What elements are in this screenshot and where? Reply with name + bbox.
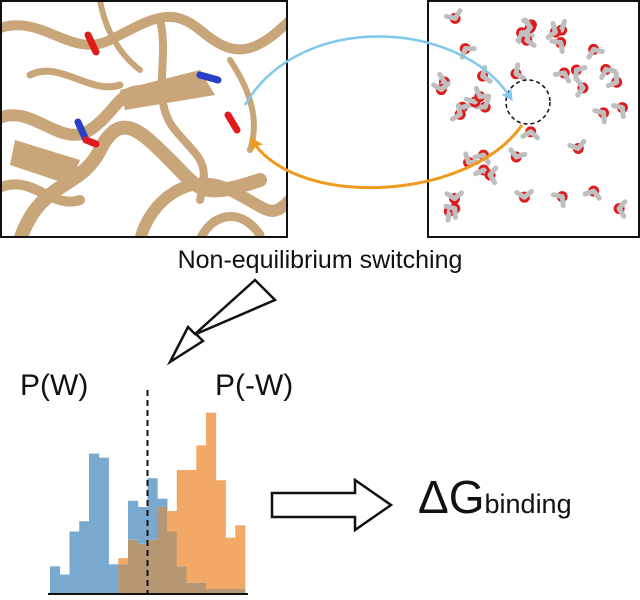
reverse-histogram-bar [176, 470, 187, 567]
reverse-histogram-bar [206, 412, 217, 589]
forward-histogram-bar [147, 478, 158, 540]
work-histogram [50, 412, 246, 593]
reverse-histogram-bar [225, 537, 236, 589]
water-molecule [520, 126, 540, 141]
forward-histogram-bar [128, 500, 139, 540]
overlap-histogram-bar [176, 566, 187, 593]
water-molecule [510, 62, 527, 81]
overlap-histogram-bar [206, 588, 217, 593]
water-molecule [575, 77, 589, 98]
water-molecule [611, 102, 628, 120]
water-molecule [514, 188, 534, 203]
water-molecule [605, 70, 623, 89]
forward-histogram-bar [50, 566, 61, 593]
forward-histogram-bar [157, 498, 168, 507]
active-site-sticks [74, 31, 241, 148]
reverse-histogram-bar [167, 511, 178, 532]
hollow-arrow-icon [166, 278, 278, 366]
overlap-histogram-bar [225, 588, 236, 593]
overlap-histogram-bar [235, 588, 246, 593]
forward-histogram-bar [98, 457, 109, 593]
reverse-histogram-bar [196, 445, 207, 583]
overlap-histogram-bar [167, 531, 178, 593]
water-molecule [545, 20, 561, 40]
forward-histogram-bar [59, 574, 70, 593]
forward-histogram-bar [89, 453, 100, 593]
reverse-histogram-bar [235, 525, 246, 589]
protein-ribbon-image [0, 0, 287, 237]
forward-distribution-label: P(W) [20, 369, 89, 402]
water-molecule [552, 67, 572, 84]
binding-free-energy-label: ΔGbinding [418, 470, 572, 524]
water-molecule [599, 64, 618, 81]
water-molecule [508, 147, 528, 163]
reverse-histogram-bar [118, 558, 129, 565]
forward-histogram-bar [137, 506, 148, 544]
water-molecule [570, 64, 588, 82]
overlap-histogram-bar [196, 582, 207, 593]
protein-panel [0, 0, 288, 238]
water-molecule [522, 17, 536, 38]
orange-transfer-arrow [249, 124, 524, 190]
overlap-histogram-bar [137, 543, 148, 593]
overlap-histogram-bar [118, 564, 129, 593]
forward-histogram-bar [69, 531, 80, 593]
water-molecule [550, 191, 568, 209]
reverse-distribution-label: P(-W) [215, 369, 294, 402]
water-molecule [613, 199, 628, 219]
delta-g-symbol: ΔG [418, 471, 485, 523]
result-hollow-arrow-icon [270, 477, 394, 533]
forward-histogram-bar [79, 521, 90, 593]
water-molecule [449, 103, 466, 122]
water-molecule [444, 190, 465, 205]
water-molecule [484, 165, 499, 186]
overlap-histogram-bar [147, 539, 158, 593]
water-box-panel [427, 0, 640, 238]
water-molecule [431, 81, 451, 96]
blue-transfer-arrow [243, 35, 513, 106]
overlap-histogram-bar [128, 539, 139, 593]
dashed-cavity-circle [505, 79, 551, 125]
overlap-histogram-bar [157, 506, 168, 593]
water-molecule [473, 85, 492, 103]
overlap-histogram-bar [186, 582, 197, 593]
water-molecule [443, 8, 463, 24]
water-molecule [586, 43, 605, 60]
water-molecule [567, 138, 587, 154]
water-molecule [582, 185, 602, 201]
water-molecule [443, 203, 461, 220]
water-molecule [549, 37, 567, 54]
forward-histogram-bar [108, 564, 119, 593]
reverse-histogram-bar [186, 470, 197, 583]
binding-subscript: binding [484, 489, 572, 519]
caption-text: Non-equilibrium switching [177, 246, 463, 274]
reverse-histogram-bar [215, 480, 226, 589]
water-molecule [592, 107, 610, 125]
overlap-histogram-bar [215, 588, 226, 593]
